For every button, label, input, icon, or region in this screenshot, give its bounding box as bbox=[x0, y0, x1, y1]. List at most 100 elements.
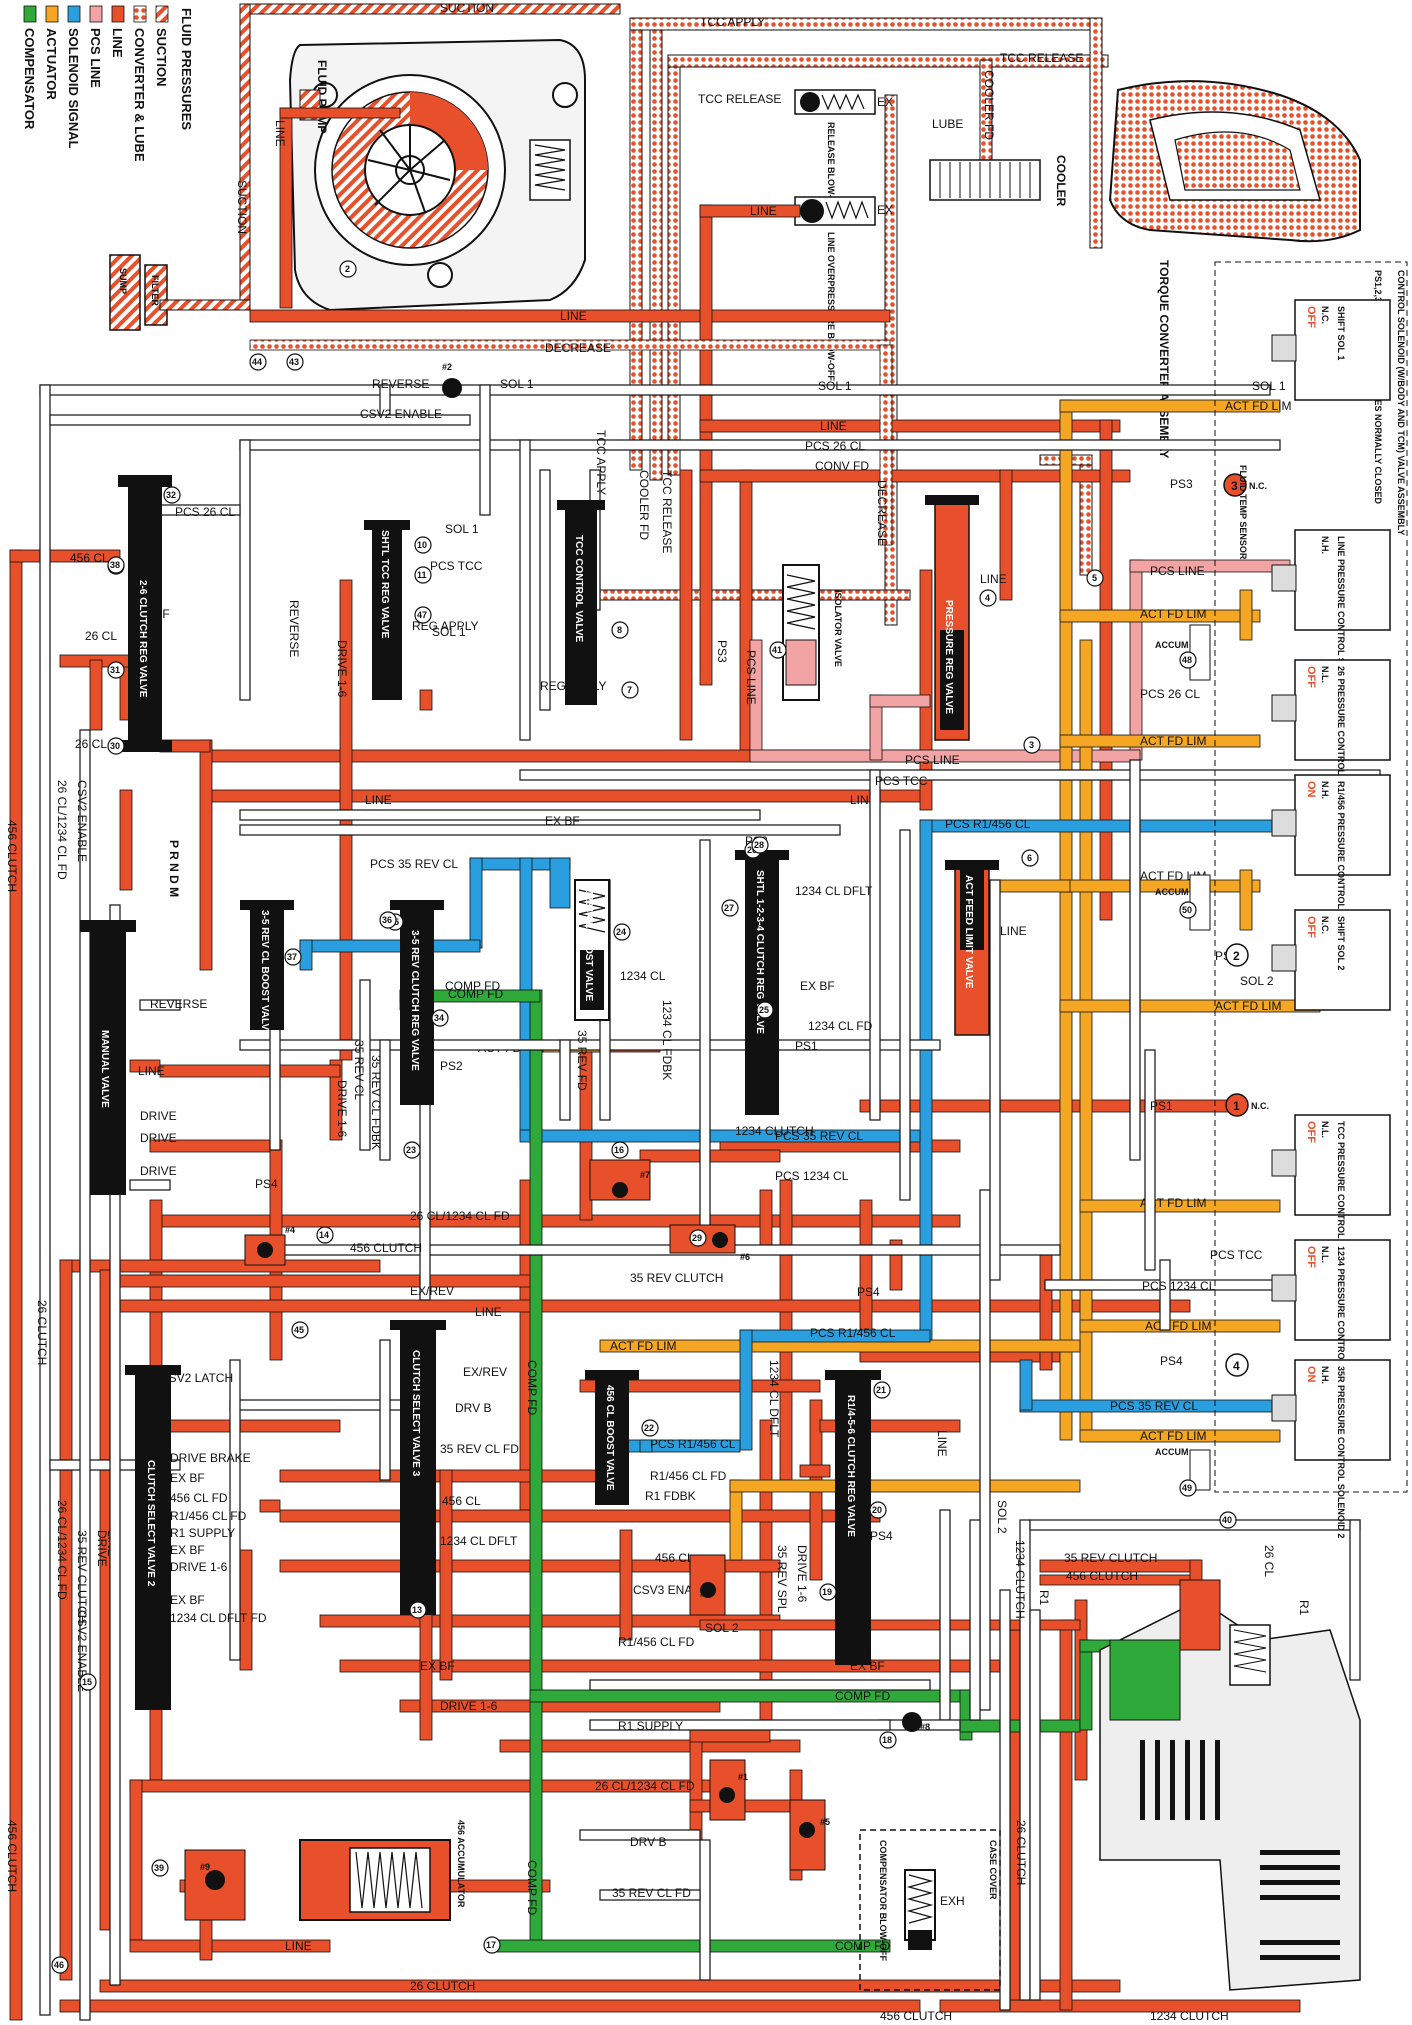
orifice-circle bbox=[286, 353, 304, 371]
solenoid-body bbox=[1294, 659, 1391, 761]
drive-16-bottom-label: DRIVE 1-6 bbox=[440, 1699, 498, 1713]
valve-r1-456-clutch-reg: R1/4-5-6 CLUTCH REG VALVE bbox=[825, 1370, 881, 1665]
orifice-circle bbox=[1219, 1511, 1237, 1529]
act-fd-lim-7-label: ACT FD LIM bbox=[1145, 1319, 1211, 1333]
orifice-17: 17 bbox=[483, 1936, 501, 1954]
orifice-circle bbox=[769, 641, 787, 659]
solenoid-body bbox=[1294, 1359, 1391, 1461]
legend-swatch bbox=[45, 5, 59, 23]
legend-swatch bbox=[23, 5, 37, 23]
comp-fd-bottom-label: COMP FD bbox=[835, 1939, 890, 1953]
line-mid-label: LINE bbox=[475, 1305, 502, 1319]
decrease-label: DECREASE bbox=[545, 341, 611, 355]
orifice-circle bbox=[151, 1859, 169, 1877]
orifice-number: 38 bbox=[110, 560, 120, 570]
solenoid-4: R1/456 PRESSURE CONTROL SOLENOID 3N.H.ON bbox=[1271, 774, 1391, 966]
tcc-reg-label: SHTL TCC REG VALVE bbox=[379, 530, 390, 639]
converter-lube-passages bbox=[589, 17, 1109, 626]
orifice-47: 47 bbox=[414, 606, 432, 624]
ps3-vert-label: PS3 bbox=[715, 640, 729, 663]
1234-cl-dflt-label: 1234 CL DFLT bbox=[795, 884, 873, 898]
compensator-passages bbox=[399, 989, 1151, 1953]
orifice-number: 23 bbox=[406, 1145, 416, 1155]
legend-item-4: SOLENOID SIGNAL bbox=[66, 5, 81, 149]
orifice-circle bbox=[751, 836, 769, 854]
reg-apply-2-label: REG APPLY bbox=[412, 619, 478, 633]
solenoid-name: 26 PRESSURE CONTROL SOLENOID 4 bbox=[1336, 666, 1346, 832]
orifice-40: 40 bbox=[1219, 1511, 1237, 1529]
26-cl-1234-fd-bottom-label: 26 CL/1234 CL FD bbox=[595, 1779, 695, 1793]
orifice-number: 45 bbox=[294, 1325, 304, 1335]
orifice-43: 43 bbox=[286, 353, 304, 371]
ps3-label: PS3 bbox=[1170, 477, 1193, 491]
solenoid-body bbox=[1294, 1114, 1391, 1216]
orifice-circle bbox=[291, 1321, 309, 1339]
comp-fd-top-label: COMP FD bbox=[448, 987, 503, 1001]
26-cl-reg-shtl-label: SOL 1 bbox=[432, 625, 466, 639]
switch-type: N.C. bbox=[1251, 1101, 1269, 1111]
valve-pressure-reg: PRESSURE REG VALVE bbox=[925, 495, 979, 741]
sump-label: SUMP bbox=[118, 268, 128, 294]
orifice-44: 44 bbox=[249, 353, 267, 371]
orifice-circle bbox=[163, 486, 181, 504]
svg-text:#7: #7 bbox=[640, 1170, 650, 1180]
comp-fd-35-label: COMP FD bbox=[445, 979, 500, 993]
orifice-27: 27 bbox=[721, 899, 739, 917]
26-clutch-right-label: 26 CLUTCH bbox=[1014, 1820, 1028, 1885]
line-pump-label: LINE bbox=[273, 120, 287, 147]
orifice-25: 25 bbox=[756, 1001, 774, 1019]
orifice-circle bbox=[107, 556, 125, 574]
legend-label: COMPENSATOR bbox=[22, 28, 37, 130]
35-rev-clutch-mid-label: 35 REV CLUTCH bbox=[630, 1271, 723, 1285]
orifice-circle bbox=[1179, 1479, 1197, 1497]
solenoid-name: SHIFT SOL 2 bbox=[1336, 916, 1346, 970]
suction-passages bbox=[159, 3, 621, 311]
valve-456-cl-boost: 456 CL BOOST VALVE bbox=[585, 1370, 639, 1505]
orifice-number: 31 bbox=[110, 665, 120, 675]
pressure-switch-2: 2 bbox=[1225, 943, 1249, 967]
r1-right-label: R1 bbox=[1297, 1600, 1311, 1616]
drv-b-2-label: DRV B bbox=[630, 1835, 666, 1849]
orifice-circle bbox=[284, 948, 302, 966]
orifice-circle bbox=[979, 589, 997, 607]
orifice-number: 22 bbox=[644, 1423, 654, 1433]
orifice-circle bbox=[249, 353, 267, 371]
drv-b-1-label: DRV B bbox=[455, 1401, 491, 1415]
orifice-16: 16 bbox=[611, 1141, 629, 1159]
afl-label: ACT FEED LIMIT VALVE bbox=[963, 875, 974, 989]
solenoid-port bbox=[1271, 564, 1297, 592]
35-boost-label: 3-5 REV CL BOOST VALVE bbox=[259, 910, 270, 1037]
solenoid-name: 35R PRESSURE CONTROL SOLENOID 2 bbox=[1336, 1366, 1346, 1538]
35-rev-clutch-vert-label: 35 REV CLUTCH bbox=[75, 1530, 89, 1623]
orifice-18: 18 bbox=[879, 1731, 897, 1749]
comp-fd-vert2-label: COMP FD bbox=[525, 1860, 539, 1915]
orifice-circle bbox=[483, 1936, 501, 1954]
valve-26-clutch-reg: 2-6 CLUTCH REG VALVE bbox=[118, 475, 172, 752]
solenoid-5: SHIFT SOL 2N.C.OFF bbox=[1271, 909, 1391, 1011]
orifice-circle bbox=[819, 1583, 837, 1601]
orifice-2: 2 bbox=[339, 260, 357, 278]
legend-label: SOLENOID SIGNAL bbox=[66, 28, 81, 149]
solenoid-state: OFF bbox=[1305, 916, 1317, 938]
solenoid-state: OFF bbox=[1305, 666, 1317, 688]
orifice-number: 17 bbox=[486, 1940, 496, 1950]
orifice-number: 27 bbox=[724, 903, 734, 913]
valve-tcc-reg: SHTL TCC REG VALVE bbox=[364, 520, 410, 700]
legend-swatch bbox=[133, 5, 147, 23]
pcs-line-bottom-label: PCS LINE bbox=[905, 753, 960, 767]
check-ball-6: #6 bbox=[669, 1224, 750, 1262]
svg-text:#3: #3 bbox=[700, 1589, 710, 1599]
orifice-34: 34 bbox=[431, 1009, 449, 1027]
orifice-number: 44 bbox=[252, 357, 262, 367]
ex-bf-3-label: EX BF bbox=[800, 979, 835, 993]
1234-clutch-vert-label: 1234 CLUTCH bbox=[1013, 1540, 1027, 1619]
orifice-37: 37 bbox=[284, 948, 302, 966]
35-rev-clutch-right-label: 35 REV CLUTCH bbox=[1064, 1551, 1157, 1565]
pcs-r1-456-cl-label: PCS R1/456 CL bbox=[945, 817, 1031, 831]
orifice-31: 31 bbox=[107, 661, 125, 679]
svg-text:#9: #9 bbox=[200, 1862, 210, 1872]
